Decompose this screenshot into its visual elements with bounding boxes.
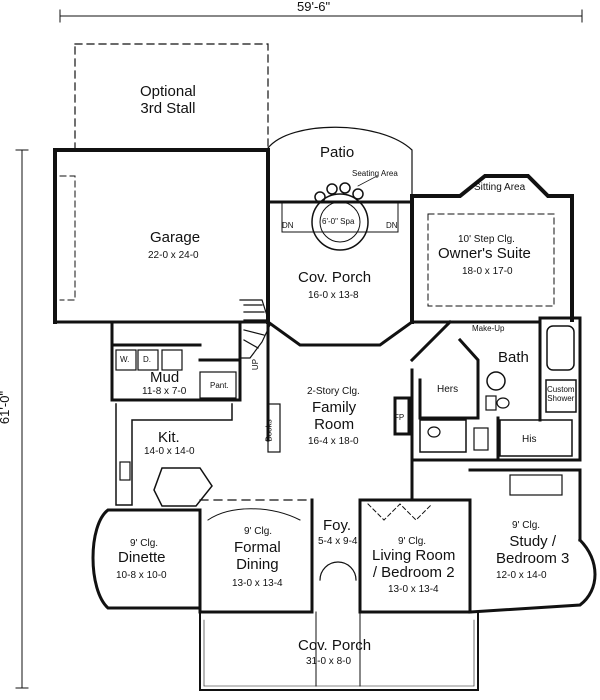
custom-shower-label: Custom Shower (547, 385, 575, 403)
mud-label: Mud (150, 369, 180, 386)
owners-suite-label: Owner's Suite (438, 245, 531, 262)
washer-label: W. (120, 355, 130, 364)
living-ceiling: 9' Clg. (398, 536, 427, 547)
formal-dining-label: Formal Dining (234, 539, 281, 573)
bathtub (546, 325, 575, 371)
mud-size: 11-8 x 7-0 (142, 386, 187, 397)
seating-area-label: Seating Area (352, 169, 398, 178)
optional-stall-label: Optional 3rd Stall (140, 83, 196, 117)
books-label: Books (264, 419, 274, 442)
porch-railing (203, 619, 475, 687)
formal-dining-walls (198, 498, 314, 614)
family-room-size: 16-4 x 18-0 (308, 436, 359, 447)
garage-door-lines (59, 175, 76, 301)
rear-porch-size: 16-0 x 13-8 (308, 290, 359, 301)
custom-shower (545, 379, 577, 413)
dryer (137, 349, 159, 371)
kitchen-size: 14-0 x 14-0 (144, 446, 195, 457)
rear-porch-label: Cov. Porch (298, 269, 372, 286)
family-ceiling: 2-Story Clg. (307, 386, 360, 397)
sink-mud (161, 349, 183, 371)
living-room-size: 13-0 x 13-4 (388, 584, 439, 595)
formal-dining-size: 13-0 x 13-4 (232, 578, 283, 589)
his-closet (499, 419, 573, 457)
spa-label: 6'-0" Spa (322, 217, 355, 226)
his-label: His (522, 434, 537, 445)
dryer-label: D. (143, 355, 151, 364)
sitting-area-label: Sitting Area (474, 182, 526, 193)
foyer-walls (319, 498, 362, 614)
tub-corner (486, 371, 506, 391)
foyer-size: 5-4 x 9-4 (318, 536, 358, 547)
living-room-walls (358, 498, 472, 614)
pantry-label: Pant. (210, 381, 229, 390)
study-closet (509, 474, 563, 496)
front-porch-label: Cov. Porch (298, 637, 372, 654)
front-porch-size: 31-0 x 8-0 (306, 656, 352, 667)
patio-label: Patio (320, 144, 355, 161)
fireplace-label: FP (394, 413, 405, 422)
bath-label: Bath (498, 349, 529, 366)
pantry (199, 371, 237, 399)
width-dimension: 59'-6" (297, 0, 331, 14)
mud-walls (110, 320, 242, 402)
patio-arc (267, 126, 413, 201)
vanity (419, 419, 467, 453)
dining-arch (207, 508, 301, 521)
make-up-label: Make-Up (472, 324, 505, 333)
washer (115, 349, 137, 371)
hers-label: Hers (437, 384, 459, 395)
foyer-label: Foy. (323, 517, 352, 534)
dinette-ceiling: 9' Clg. (130, 538, 159, 549)
dinette-size: 10-8 x 10-0 (116, 570, 167, 581)
toilet-tank (485, 395, 497, 411)
rear-porch-steps (281, 201, 399, 233)
front-porch (199, 611, 479, 691)
bath-walls (409, 316, 582, 462)
fireplace (393, 396, 411, 436)
study-walls (468, 468, 597, 614)
stairs-up-label: UP (251, 358, 261, 371)
dn-left-label: DN (282, 221, 294, 230)
study-label: Study / Bedroom 3 (496, 533, 570, 567)
garage-size: 22-0 x 24-0 (148, 250, 199, 261)
kitchen-counters (115, 403, 233, 507)
stairs (239, 299, 271, 359)
owners-ceiling: 10' Step Clg. (458, 234, 515, 245)
family-room-label: Family Room (312, 399, 357, 433)
dinette-label: Dinette (118, 549, 166, 566)
dn-right-label: DN (386, 221, 398, 230)
owners-suite-size: 18-0 x 17-0 (462, 266, 513, 277)
books-shelf (267, 403, 281, 453)
kitchen-label: Kit. (158, 429, 180, 446)
garage-label: Garage (150, 229, 201, 246)
dining-ceiling: 9' Clg. (244, 526, 273, 537)
step-ceiling-dashed (427, 213, 555, 307)
width-dimension-line (59, 9, 583, 23)
depth-dimension-line (15, 149, 29, 689)
dinette-bay (91, 508, 202, 610)
living-room-label: Living Room / Bedroom 2 (372, 547, 456, 581)
depth-dimension: 61'-0" (0, 390, 13, 425)
owners-suite-walls (410, 174, 574, 324)
range (119, 461, 131, 481)
study-ceiling: 9' Clg. (512, 520, 541, 531)
living-doors (367, 503, 433, 521)
study-size: 12-0 x 14-0 (496, 570, 547, 581)
toilet-bowl (496, 397, 510, 409)
